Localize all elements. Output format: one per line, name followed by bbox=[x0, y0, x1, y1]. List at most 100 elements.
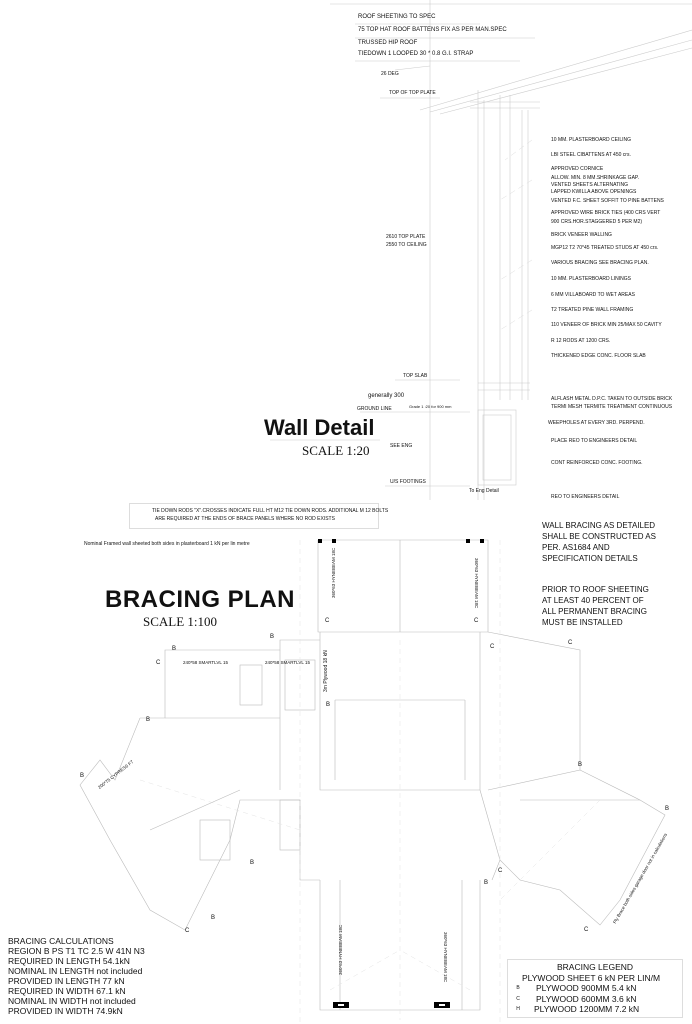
callout: LBI STEEL CIBATTENS AT 450 crs. bbox=[551, 152, 631, 158]
callout: VARIOUS BRACING SEE BRACING PLAN. bbox=[551, 260, 649, 266]
brace-marker-b: B bbox=[270, 634, 275, 640]
floor-plan-walls bbox=[79, 539, 666, 1011]
bracing-note: SHALL BE CONSTRUCTED AS bbox=[542, 532, 656, 541]
brace-marker-c: C bbox=[584, 927, 589, 933]
legend-subtitle: PLYWOOD SHEET 6 kN PER LIN/M bbox=[522, 972, 661, 983]
legend-title: BRACING LEGEND bbox=[556, 962, 634, 972]
callout: PLACE REO TO ENGINEERS DETAIL bbox=[551, 438, 638, 444]
legend-item: H PLYWOOD 1200MM 7.2 kN bbox=[508, 1004, 682, 1015]
bracing-note: PRIOR TO ROOF SHEETING bbox=[542, 585, 649, 594]
calc-line: REQUIRED IN WIDTH 67.1 kN bbox=[8, 986, 126, 996]
generally-label: generally 300 bbox=[368, 393, 405, 399]
plywood-label: 3m Plywood 18 kN bbox=[323, 650, 329, 692]
brace-marker-b: B bbox=[326, 702, 331, 708]
top-slab-label: TOP SLAB bbox=[403, 373, 428, 379]
beam-label: 360*63 HYNEBEAM 18C bbox=[331, 547, 336, 598]
brace-marker-c: C bbox=[474, 618, 479, 624]
brace-marker-b: B bbox=[211, 915, 216, 921]
bracing-legend: BRACING LEGEND PLYWOOD SHEET 6 kN PER LI… bbox=[507, 959, 683, 1018]
bracing-plan-scale: SCALE 1:100 bbox=[143, 614, 218, 629]
bracing-note: AT LEAST 40 PERCENT OF bbox=[542, 596, 644, 605]
nominal-note: Nominal Framed wall sheeted both sides i… bbox=[84, 541, 250, 547]
brace-marker-b: B bbox=[578, 762, 583, 768]
calc-line: REQUIRED IN LENGTH 54.1kN bbox=[8, 956, 130, 966]
wall-section-lines bbox=[270, 0, 692, 500]
bracing-note: MUST BE INSTALLED bbox=[542, 618, 623, 627]
bracing-note: PER. AS1684 AND bbox=[542, 543, 610, 552]
lintel-label: 240*58 SMARTLVL 15 bbox=[265, 660, 310, 665]
wall-detail-scale: SCALE 1:20 bbox=[302, 443, 370, 458]
legend-key: C bbox=[516, 995, 520, 1002]
tie-down-note-box bbox=[129, 503, 379, 529]
callout: BRICK VENEER WALLING bbox=[551, 232, 612, 238]
tie-down-note: ARE REQUIRED AT THE ENDS OF BRACE PANELS… bbox=[155, 516, 335, 522]
brace-marker-c: C bbox=[568, 640, 573, 646]
brace-marker-c: C bbox=[325, 618, 330, 624]
roof-note: ROOF SHEETING TO SPEC bbox=[358, 14, 436, 20]
bracing-note: SPECIFICATION DETAILS bbox=[542, 554, 638, 563]
brace-marker-b: B bbox=[484, 880, 489, 886]
callout: R 12 RODS AT 1200 CRS. bbox=[551, 338, 611, 344]
lintel-label: 240*58 SMARTLVL 15 bbox=[183, 660, 228, 665]
bracing-plan-title: BRACING PLAN bbox=[105, 586, 295, 613]
callout: REO TO ENGINEERS DETAIL bbox=[551, 494, 620, 500]
callout: ALLOW. MIN. 8 MM.SHRINKAGE GAP. bbox=[551, 175, 639, 181]
callout: 10 MM. PLASTERBOARD CEILING bbox=[551, 137, 632, 143]
legend-label: PLYWOOD 1200MM 7.2 kN bbox=[534, 1004, 640, 1014]
roof-pitch: 26 DEG bbox=[381, 71, 399, 77]
calc-line: PROVIDED IN WIDTH 74.9kN bbox=[8, 1006, 123, 1016]
callout: 6 MM VILLABOARD TO WET AREAS bbox=[551, 292, 635, 298]
bracing-calculations: BRACING CALCULATIONS REGION B PS T1 TC 2… bbox=[8, 936, 145, 1016]
legend-key: H bbox=[516, 1006, 520, 1012]
brace-marker-c: C bbox=[156, 660, 161, 666]
callout: THICKENED EDGE CONC. FLOOR SLAB bbox=[551, 353, 646, 359]
brace-marker-c: C bbox=[498, 868, 503, 874]
callout: VENTED SHEETS ALTERNATING bbox=[551, 182, 629, 188]
brace-marker-b: B bbox=[172, 646, 177, 652]
brace-marker-c: C bbox=[490, 644, 495, 650]
roof-note: 75 TOP HAT ROOF BATTENS FIX AS PER MAN.S… bbox=[358, 27, 507, 33]
callout: APPROVED CORNICE bbox=[551, 166, 604, 172]
roof-note: TIEDOWN 1 LOOPED 30 * 0.8 G.I. STRAP bbox=[358, 51, 474, 57]
beam-label: 360*63 HYNEBEAM 18C bbox=[474, 558, 479, 609]
height-note: 2610 TOP PLATE bbox=[386, 234, 426, 240]
to-eng-detail-label: To Eng Detail bbox=[469, 488, 499, 494]
calc-line: PROVIDED IN LENGTH 77 kN bbox=[8, 976, 125, 986]
beam-label: 360*63 HYNEBEAM 18C bbox=[338, 924, 343, 975]
tie-down-note: TIE DOWN RODS "X".CROSSES INDICATE FULL … bbox=[152, 508, 389, 514]
height-note: 2550 TO CEILING bbox=[386, 242, 427, 248]
bracing-note: WALL BRACING AS DETAILED bbox=[542, 521, 656, 530]
brace-marker-b: B bbox=[665, 806, 670, 812]
legend-label: PLYWOOD 900MM 5.4 kN bbox=[536, 983, 637, 993]
callout: LAPPED KWILLA ABOVE OPENINGS bbox=[551, 189, 637, 195]
callout: 10 MM. PLASTERBOARD LININGS bbox=[551, 276, 632, 282]
legend-label: PLYWOOD 600MM 3.6 kN bbox=[536, 993, 637, 1004]
top-of-top-plate: TOP OF TOP PLATE bbox=[389, 90, 436, 96]
calc-title: BRACING CALCULATIONS bbox=[8, 936, 114, 946]
callout: WEEPHOLES AT EVERY 3RD. PERPEND. bbox=[548, 420, 645, 426]
brace-marker-c: C bbox=[185, 928, 190, 934]
calc-line: REGION B PS T1 TC 2.5 W 41N N3 bbox=[8, 946, 145, 956]
brace-marker-b: B bbox=[80, 773, 85, 779]
roof-note: TRUSSED HIP ROOF bbox=[358, 40, 418, 46]
see-eng-label: SEE ENG bbox=[390, 443, 413, 449]
legend-item: C PLYWOOD 600MM 3.6 kN bbox=[508, 994, 682, 1005]
brace-marker-b: B bbox=[146, 717, 151, 723]
ground-line-label: GROUND LINE bbox=[357, 406, 392, 412]
beam-label: 360*63 HYNEBEAM 18C bbox=[443, 932, 448, 983]
callout: ALFLASH METAL D.P.C. TAKEN TO OUTSIDE BR… bbox=[551, 396, 673, 402]
callout: T2 TREATED PINE WALL FRAMING bbox=[551, 307, 634, 313]
callout: APPROVED WIRE BRICK TIES (400 CRS VERT bbox=[551, 210, 661, 216]
brace-marker-b: B bbox=[250, 860, 255, 866]
callout: 110 VENEER OF BRICK MIN 25/MAX 50 CAVITY bbox=[551, 322, 662, 328]
calc-line: NOMINAL IN LENGTH not included bbox=[8, 966, 143, 976]
callout: 900 CRS.HOR.STAGGERED 5 PER M2) bbox=[551, 219, 643, 225]
callout: VENTED F.C. SHEET SOFFIT TO PINE BATTENS bbox=[551, 198, 664, 204]
callout: TERMI MESH TERMITE TREATMENT CONTINUOUS bbox=[551, 404, 673, 410]
wall-detail-title: Wall Detail bbox=[264, 415, 375, 440]
legend-item: B PLYWOOD 900MM 5.4 kN bbox=[508, 983, 682, 994]
legend-key: B bbox=[516, 985, 520, 991]
calc-line: NOMINAL IN WIDTH not included bbox=[8, 996, 136, 1006]
bracing-note: ALL PERMANENT BRACING bbox=[542, 607, 647, 616]
